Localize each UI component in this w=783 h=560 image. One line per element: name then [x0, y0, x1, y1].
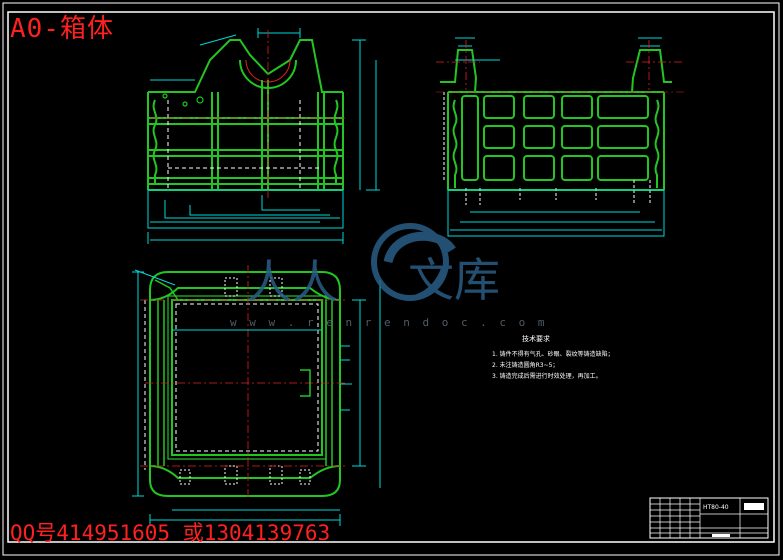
technical-note: 2. 未注铸造圆角R3~5； [492, 362, 559, 369]
technical-requirements: 技术要求 1. 铸件不得有气孔、砂眼、裂纹等铸造缺陷； 2. 未注铸造圆角R3~… [492, 334, 614, 382]
drawing-title-overlay: A0-箱体 [10, 14, 114, 44]
technical-requirements-heading: 技术要求 [522, 335, 550, 343]
side-view [436, 37, 684, 237]
watermark-url: w w w . r e n r e n d o c . c o m [230, 316, 548, 329]
svg-text:人人: 人人 [246, 255, 338, 309]
inner-border [7, 11, 775, 543]
renrendoc-watermark-logo: 人人 文库 [246, 223, 500, 309]
contact-overlay: QQ号414951605 或1304139763 [10, 521, 331, 545]
svg-text:文库: 文库 [408, 253, 500, 307]
top-view [132, 265, 381, 526]
title-block-drawing-code: HT80-40 [703, 504, 729, 511]
title-block [649, 497, 769, 539]
front-view [147, 28, 380, 244]
technical-note: 3. 铸造完成后需进行时效处理，再加工。 [492, 373, 602, 380]
technical-note: 1. 铸件不得有气孔、砂眼、裂纹等铸造缺陷； [492, 351, 614, 358]
